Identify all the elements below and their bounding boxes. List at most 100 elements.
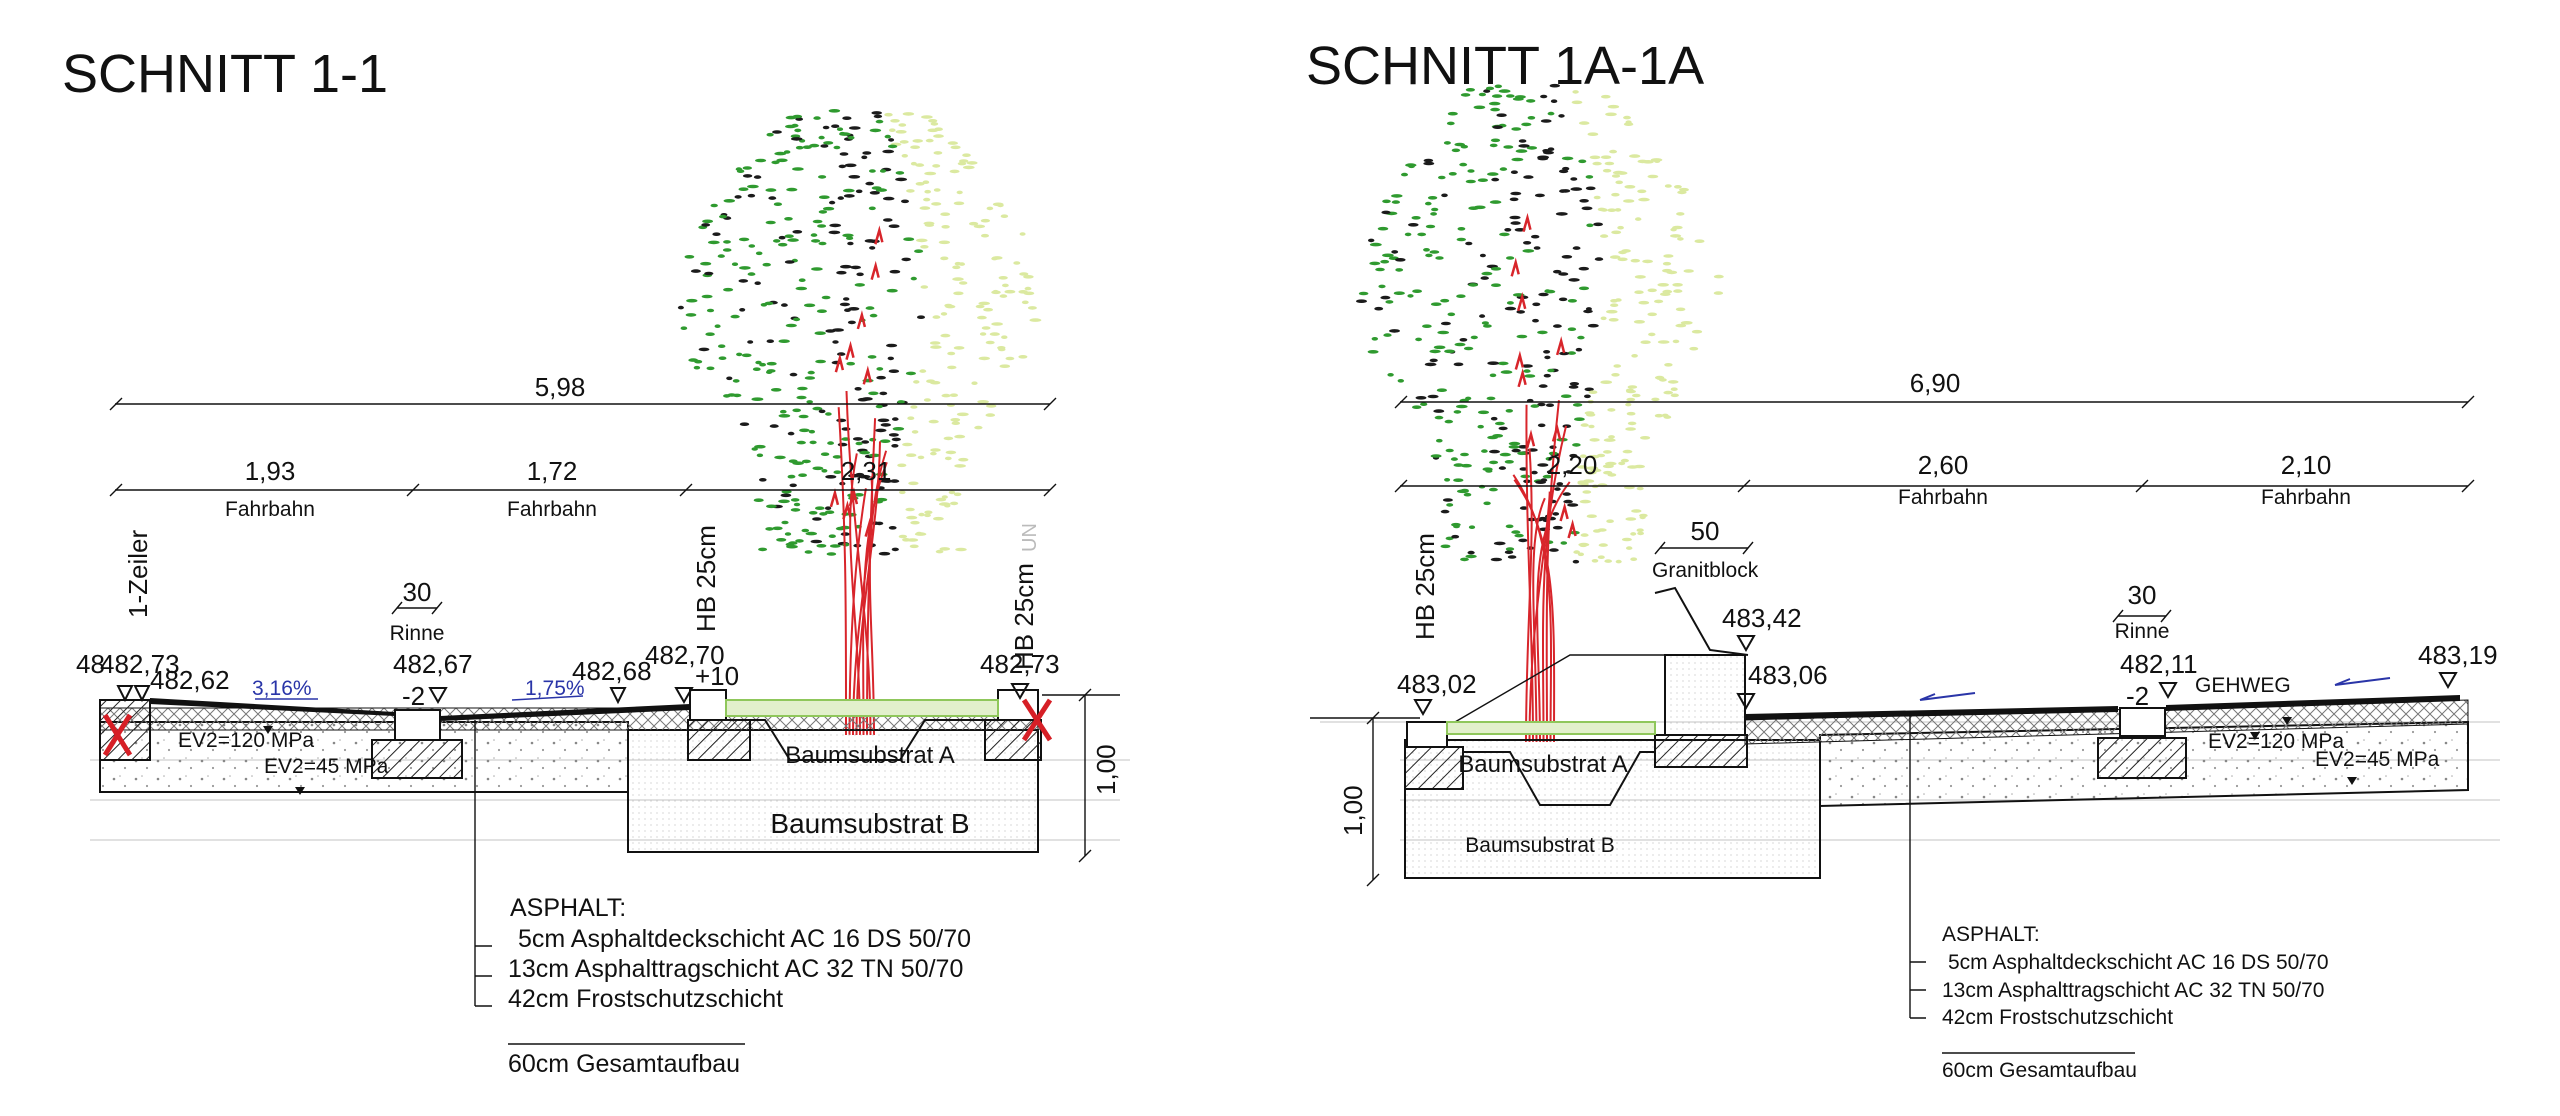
leaf bbox=[861, 397, 873, 401]
section-left: SCHNITT 1-1 5,98 1,93 1,72 2,31 Fahrbahn… bbox=[62, 44, 1130, 1078]
leaf bbox=[944, 456, 952, 461]
leaf bbox=[1607, 208, 1617, 212]
leaf bbox=[1553, 269, 1562, 274]
leaf bbox=[1605, 461, 1617, 466]
curb-label-mid-left: HB 25cm bbox=[691, 525, 721, 632]
leaf bbox=[1554, 487, 1561, 491]
leaf bbox=[1634, 290, 1644, 295]
trunk-strand bbox=[1528, 491, 1551, 743]
leaf bbox=[887, 144, 898, 149]
leaf bbox=[1444, 478, 1451, 482]
leaf bbox=[820, 452, 830, 457]
leaf bbox=[786, 187, 798, 192]
leaf bbox=[790, 508, 801, 512]
leaf bbox=[1694, 239, 1705, 243]
leaf bbox=[1545, 289, 1556, 294]
leaf bbox=[906, 189, 915, 193]
leaf bbox=[780, 493, 792, 498]
branch-accent bbox=[856, 310, 867, 330]
leaf bbox=[1662, 268, 1673, 273]
leaf bbox=[776, 538, 787, 542]
leaf bbox=[839, 302, 851, 307]
leaf bbox=[1636, 528, 1644, 532]
leaf bbox=[1380, 259, 1390, 264]
leaf bbox=[1637, 159, 1648, 164]
leaf bbox=[1647, 312, 1657, 317]
branch-accent bbox=[1567, 519, 1577, 539]
leaf bbox=[917, 455, 925, 460]
leaf bbox=[1650, 158, 1663, 162]
leaf bbox=[912, 139, 923, 143]
leaf bbox=[1001, 335, 1008, 340]
leaf bbox=[952, 277, 964, 281]
leaf bbox=[1589, 155, 1601, 160]
leaf bbox=[1491, 94, 1503, 98]
leaf bbox=[1467, 169, 1475, 173]
leaf bbox=[1585, 470, 1597, 475]
leaf bbox=[1713, 291, 1724, 295]
leaf bbox=[1672, 339, 1680, 344]
leaf bbox=[755, 360, 762, 365]
leaf bbox=[805, 531, 818, 536]
leaf bbox=[1435, 256, 1444, 260]
leaf bbox=[1455, 404, 1468, 409]
leaf bbox=[832, 340, 839, 344]
leaf bbox=[1519, 506, 1529, 510]
lane-label-right-2: Fahrbahn bbox=[2261, 486, 2351, 509]
leaf bbox=[1367, 350, 1379, 354]
leaf bbox=[1577, 552, 1584, 557]
leaf bbox=[1623, 199, 1635, 203]
leaf bbox=[1664, 184, 1672, 188]
branch-accent bbox=[1517, 367, 1527, 388]
leaf bbox=[992, 202, 1004, 207]
leaf bbox=[1597, 555, 1605, 559]
leaf bbox=[810, 539, 823, 544]
leaf bbox=[950, 501, 959, 506]
leaf bbox=[787, 238, 799, 242]
leaf bbox=[795, 539, 804, 543]
leaf bbox=[1453, 463, 1464, 467]
leaf bbox=[1499, 167, 1508, 171]
leaf bbox=[868, 453, 881, 458]
branch-accent bbox=[842, 500, 852, 520]
leaf bbox=[1459, 162, 1468, 167]
leaf bbox=[974, 425, 983, 430]
leaf bbox=[1457, 227, 1466, 231]
branch-accent bbox=[1525, 429, 1536, 449]
granite-label: Granitblock bbox=[1652, 559, 1759, 582]
leaf bbox=[1004, 289, 1016, 294]
leaf bbox=[1540, 119, 1552, 123]
leaf bbox=[1626, 546, 1633, 550]
leaf bbox=[1440, 321, 1451, 326]
leaf bbox=[1460, 144, 1469, 149]
leaf bbox=[741, 353, 752, 358]
leaf bbox=[879, 169, 887, 173]
leaf bbox=[1526, 146, 1538, 150]
leaf bbox=[879, 439, 891, 444]
leaf bbox=[799, 428, 810, 433]
leaf bbox=[1611, 230, 1622, 235]
leaf bbox=[829, 544, 841, 548]
leaf bbox=[1483, 501, 1491, 506]
layers-title-left: ASPHALT: bbox=[510, 894, 626, 922]
leaf bbox=[1401, 172, 1408, 177]
leaf bbox=[773, 239, 781, 243]
leaf bbox=[1633, 464, 1645, 469]
leaf bbox=[1459, 338, 1468, 342]
leaf bbox=[1441, 193, 1448, 198]
leaf bbox=[795, 145, 804, 150]
elevation-left-1: 482,73 bbox=[100, 649, 180, 679]
leaf bbox=[899, 140, 909, 144]
leaf bbox=[1588, 424, 1595, 429]
leaf bbox=[869, 169, 876, 173]
leaf bbox=[833, 145, 841, 150]
leaf bbox=[818, 241, 827, 246]
leaf bbox=[871, 111, 882, 115]
leaf bbox=[892, 417, 899, 421]
leaf bbox=[1600, 316, 1607, 321]
leaf bbox=[883, 218, 893, 222]
leaf bbox=[1537, 463, 1549, 467]
leaf bbox=[930, 345, 942, 349]
leaf bbox=[766, 369, 776, 373]
elevation-left-3: 482,67 bbox=[393, 649, 473, 679]
